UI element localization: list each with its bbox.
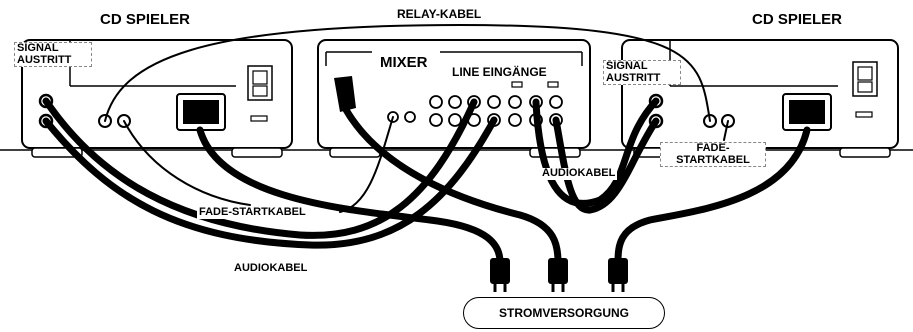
- relay-cable: [104, 23, 711, 122]
- label-relay-cable: RELAY-KABEL: [395, 7, 484, 21]
- label-audio-cable-right: AUDIOKABEL: [540, 167, 618, 180]
- power-cable-mixer: [341, 104, 562, 266]
- label-signal-out-right: SIGNAL AUSTRITT: [603, 60, 681, 86]
- plug-2: [548, 258, 568, 292]
- label-audio-cable-left: AUDIOKABEL: [232, 262, 310, 275]
- label-cd-player-right: CD SPIELER: [752, 11, 843, 28]
- plug-1: [490, 258, 510, 292]
- label-power-supply: STROMVERSORGUNG: [463, 297, 665, 329]
- fade-start-cable-right: [723, 120, 729, 141]
- thick-cables: [42, 97, 811, 266]
- label-cd-player-left: CD SPIELER: [100, 11, 191, 28]
- fade-start-cable-left: [123, 120, 251, 206]
- power-cable-right: [614, 126, 811, 266]
- plug-3: [608, 258, 628, 292]
- power-plugs: [490, 258, 628, 292]
- audio-cable-right-a: [532, 97, 660, 207]
- cd-player-right: [621, 39, 899, 158]
- power-cable-left: [196, 126, 504, 266]
- label-mixer: MIXER: [380, 54, 428, 71]
- label-fade-start-cable-right: FADE- STARTKABEL: [660, 142, 766, 168]
- label-line-inputs: LINE EINGÄNGE: [452, 65, 547, 79]
- mixer-unit: [317, 39, 591, 158]
- cd-player-left: [21, 39, 293, 158]
- audio-cable-right-b: [552, 116, 660, 214]
- label-fade-start-cable-left: FADE-STARTKABEL: [197, 206, 308, 219]
- label-signal-out-left: SIGNAL AUSTRITT: [14, 42, 92, 68]
